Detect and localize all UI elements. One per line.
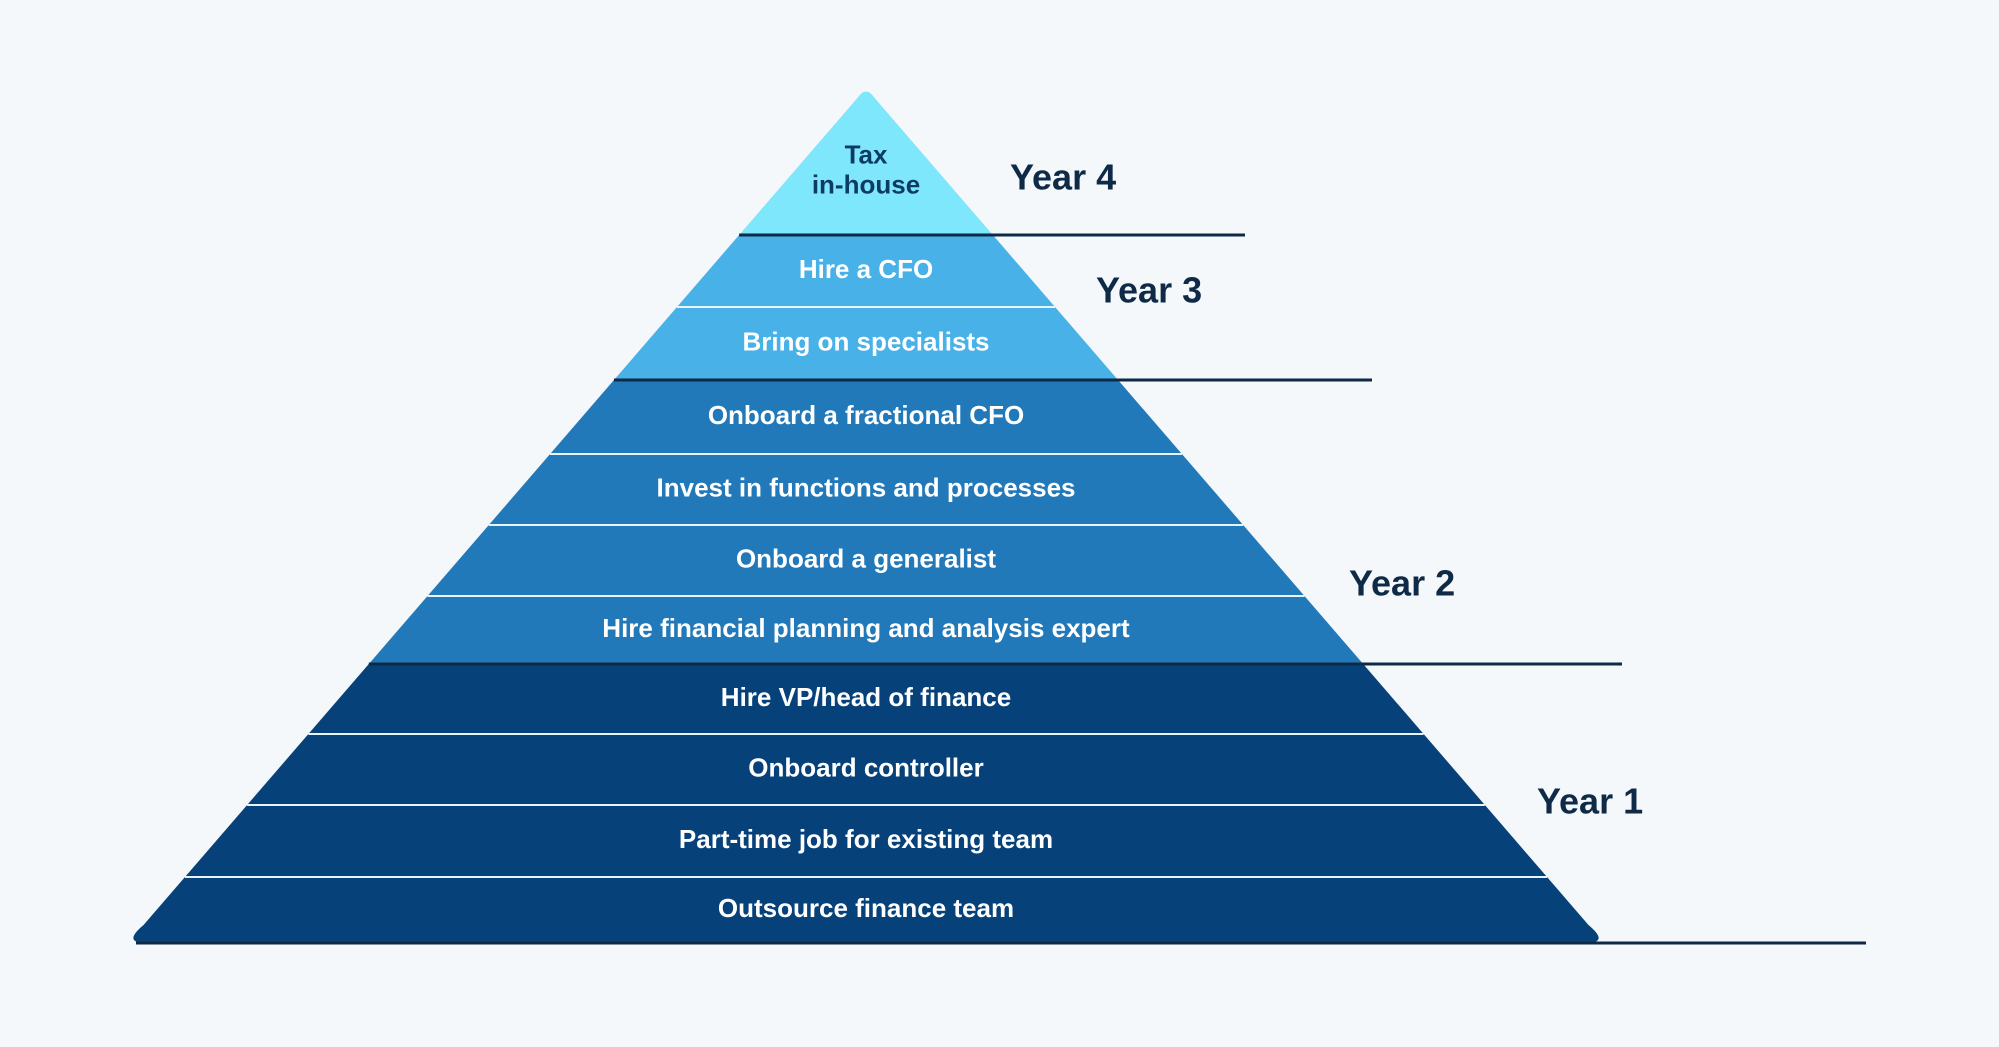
year4-label: Year 4	[1010, 157, 1116, 198]
tier-onboard-a-generalist-label: Onboard a generalist	[736, 543, 996, 573]
tier-outsource-finance-team-shape	[133, 877, 1599, 943]
tier-hire-financial-planning-and-analysis-expert-label: Hire financial planning and analysis exp…	[602, 613, 1130, 643]
tier-hire-financial-planning-and-analysis-expert: Hire financial planning and analysis exp…	[368, 596, 1364, 664]
tier-invest-in-functions-and-processes-label: Invest in functions and processes	[657, 472, 1076, 502]
tier-hire-financial-planning-and-analysis-expert-shape	[368, 596, 1364, 664]
tier-part-time-job-for-existing-team-label: Part-time job for existing team	[679, 824, 1053, 854]
tier-outsource-finance-team-label: Outsource finance team	[718, 893, 1014, 923]
year3-label: Year 3	[1096, 270, 1202, 311]
tier-outsource-finance-team: Outsource finance team	[133, 877, 1599, 943]
tier-separators	[184, 306, 1548, 878]
tier-hire-a-cfo-shape	[676, 235, 1056, 307]
tier-bring-on-specialists-shape	[613, 307, 1119, 380]
tier-onboard-a-fractional-cfo-shape	[550, 380, 1182, 454]
year-labels: Year 4 Year 3 Year 2 Year 1	[1010, 157, 1643, 822]
tier-onboard-controller-shape	[247, 734, 1485, 805]
tier-onboard-a-generalist-shape	[427, 525, 1305, 596]
tier-part-time-job-for-existing-team: Part-time job for existing team	[184, 805, 1548, 877]
tier-onboard-a-generalist: Onboard a generalist	[427, 525, 1305, 596]
tier-hire-vp-head-of-finance-label: Hire VP/head of finance	[721, 682, 1011, 712]
tier-tax-in-house-label-2: in-house	[812, 169, 920, 199]
year2-label: Year 2	[1349, 563, 1455, 604]
tier-invest-in-functions-and-processes: Invest in functions and processes	[488, 454, 1244, 525]
tier-bring-on-specialists-label: Bring on specialists	[742, 326, 989, 356]
tier-tax-in-house-shape	[739, 91, 993, 235]
tier-part-time-job-for-existing-team-shape	[184, 805, 1548, 877]
tier-hire-vp-head-of-finance-shape	[308, 664, 1424, 734]
year1-label: Year 1	[1537, 781, 1643, 822]
tier-onboard-a-fractional-cfo: Onboard a fractional CFO	[550, 380, 1182, 454]
tier-hire-vp-head-of-finance: Hire VP/head of finance	[308, 664, 1424, 734]
tier-hire-a-cfo-label: Hire a CFO	[799, 254, 933, 284]
tier-onboard-controller-label: Onboard controller	[748, 752, 983, 782]
tier-tax-in-house-label-1: Tax	[845, 139, 888, 169]
tier-invest-in-functions-and-processes-shape	[488, 454, 1244, 525]
tier-hire-a-cfo: Hire a CFO	[676, 235, 1056, 307]
tier-onboard-a-fractional-cfo-label: Onboard a fractional CFO	[708, 400, 1024, 430]
tier-onboard-controller: Onboard controller	[247, 734, 1485, 805]
year-dividers	[136, 233, 1866, 945]
tier-bring-on-specialists: Bring on specialists	[613, 307, 1119, 380]
